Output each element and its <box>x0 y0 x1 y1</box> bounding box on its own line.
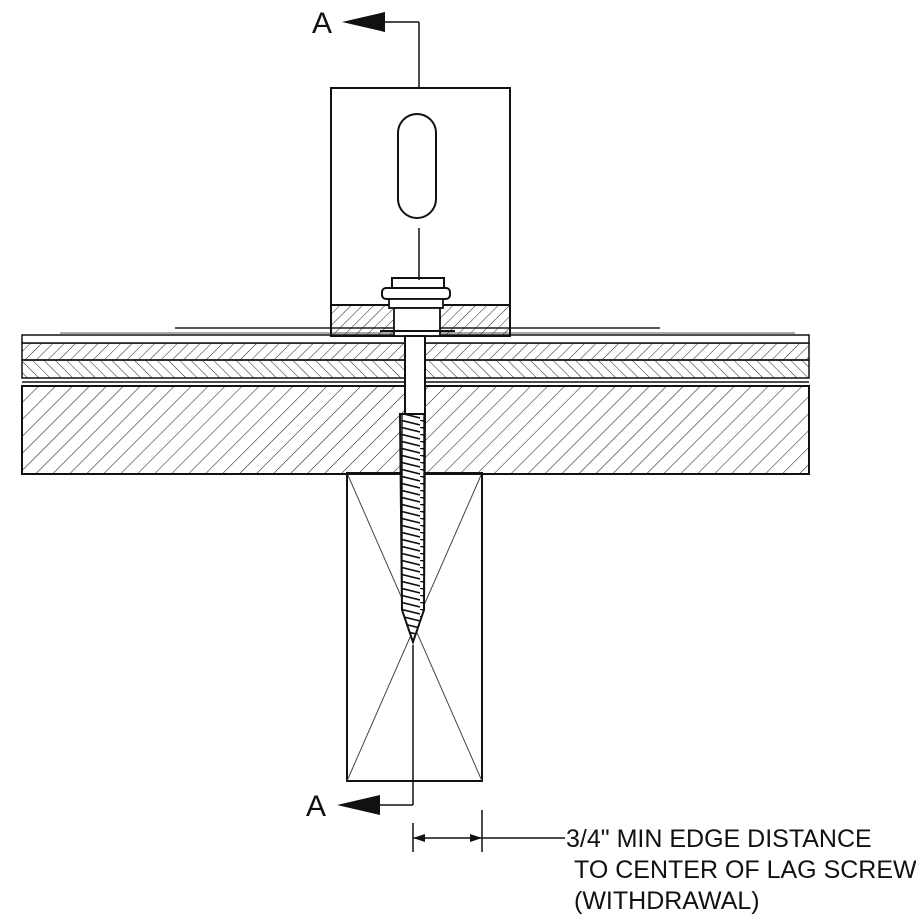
lag-screw <box>380 277 455 646</box>
bracket-slot <box>397 113 437 219</box>
section-arrow-top <box>342 12 385 32</box>
note-line-3: (WITHDRAWAL) <box>574 887 760 915</box>
section-marker-top: A <box>312 7 385 40</box>
edge-distance-dimension <box>412 810 565 852</box>
section-marker-bottom: A <box>306 790 380 823</box>
section-label-bottom: A <box>306 790 326 823</box>
section-label-top: A <box>312 7 332 40</box>
l-foot-bracket <box>330 87 511 306</box>
note-line-2: TO CENTER OF LAG SCREW <box>574 856 916 884</box>
edge-distance-note: 3/4" MIN EDGE DISTANCE TO CENTER OF LAG … <box>566 825 916 915</box>
note-line-1: 3/4" MIN EDGE DISTANCE <box>566 825 872 853</box>
section-arrow-bottom <box>337 795 380 815</box>
